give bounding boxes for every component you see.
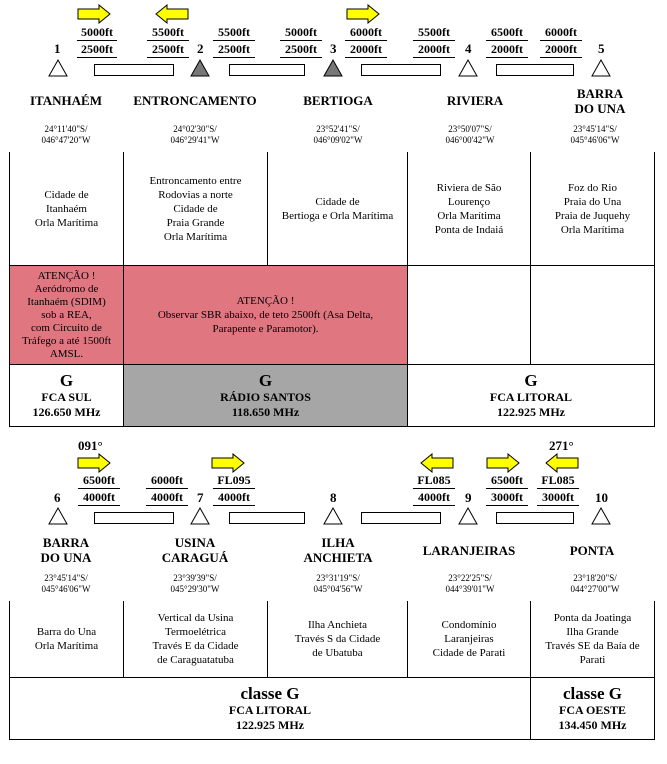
waypoint-coordinates: 23°45'14"S/045°46'06"W	[570, 124, 620, 145]
route-segment	[229, 64, 305, 76]
waypoint-description: Vertical da Usina Termoelétrica Través E…	[123, 601, 268, 678]
waypoint-description: Riviera de São Lourenço Orla Marítima Po…	[407, 152, 531, 266]
waypoint-coordinates: 24°11'40"S/046°47'20"W	[41, 124, 91, 145]
waypoint-description: Foz do Rio Praia do Una Praia de Juquehy…	[530, 152, 655, 266]
waypoint-name: RIVIERA	[446, 93, 504, 108]
waypoint-description: Condomínio Laranjeiras Cidade de Parati	[407, 601, 531, 678]
waypoint-number: 6	[54, 490, 61, 505]
waypoint-triangle-shaded-icon	[190, 59, 210, 77]
waypoint-triangle-icon	[591, 507, 611, 525]
arrow-right-icon	[211, 453, 245, 473]
route-segment	[229, 512, 305, 524]
arrow-right-icon	[77, 453, 111, 473]
waypoint-name: PONTA	[569, 543, 615, 558]
waypoint-coordinates: 23°52'41"S/046°09'02"W	[313, 124, 363, 145]
waypoint-name: BARRA DO UNA	[574, 86, 626, 116]
waypoint-name: BERTIOGA	[303, 93, 373, 108]
waypoint-description: Ponta da Joatinga Ilha Grande Través SE …	[530, 601, 655, 678]
waypoint-description: Barra do Una Orla Marítima	[9, 601, 124, 678]
route-segment	[496, 64, 574, 76]
route-segment	[496, 512, 574, 524]
heading-label: 091°	[78, 438, 103, 453]
waypoint-triangle-shaded-icon	[323, 59, 343, 77]
heading-label: 271°	[549, 438, 574, 453]
waypoint-coordinates: 24°02'30"S/046°29'41"W	[170, 124, 220, 145]
route-segment	[361, 512, 441, 524]
empty-cell	[530, 265, 655, 365]
warning-box: ATENÇÃO ! Observar SBR abaixo, de teto 2…	[123, 265, 408, 365]
waypoint-name: USINA CARAGUÁ	[161, 535, 229, 565]
waypoint-description: Cidade de Itanhaém Orla Marítima	[9, 152, 124, 266]
waypoint-description: Cidade de Bertioga e Orla Marítima	[267, 152, 408, 266]
waypoint-triangle-icon	[591, 59, 611, 77]
warning-box: ATENÇÃO ! Aeródromo de Itanhaém (SDIM) s…	[9, 265, 124, 365]
arrow-right-icon	[77, 4, 111, 24]
arrow-right-icon	[486, 453, 520, 473]
waypoint-triangle-icon	[458, 59, 478, 77]
waypoint-name: LARANJEIRAS	[422, 543, 516, 558]
waypoint-number: 2	[197, 41, 204, 56]
waypoint-number: 9	[465, 490, 472, 505]
arrow-left-icon	[545, 453, 579, 473]
waypoint-triangle-icon	[48, 507, 68, 525]
waypoint-name: ITANHAÉM	[30, 93, 102, 108]
waypoint-description: Entroncamento entre Rodovias a norte Cid…	[123, 152, 268, 266]
waypoint-name: BARRA DO UNA	[40, 535, 92, 565]
route-segment	[94, 64, 174, 76]
waypoint-triangle-icon	[323, 507, 343, 525]
waypoint-number: 8	[330, 490, 337, 505]
waypoint-number: 1	[54, 41, 61, 56]
route-segment	[94, 512, 174, 524]
route-segment	[361, 64, 441, 76]
waypoint-triangle-icon	[458, 507, 478, 525]
waypoint-number: 10	[595, 490, 608, 505]
waypoint-coordinates: 23°18'20"S/044°27'00"W	[570, 573, 620, 594]
empty-cell	[407, 265, 531, 365]
arrow-right-icon	[346, 4, 380, 24]
waypoint-number: 3	[330, 41, 337, 56]
waypoint-number: 5	[598, 41, 605, 56]
waypoint-coordinates: 23°31'19"S/045°04'56"W	[313, 573, 363, 594]
waypoint-name: ENTRONCAMENTO	[133, 93, 257, 108]
waypoint-coordinates: 23°22'25"S/044°39'01"W	[445, 573, 495, 594]
waypoint-triangle-icon	[48, 59, 68, 77]
waypoint-coordinates: 23°50'07"S/046°00'42"W	[445, 124, 495, 145]
arrow-left-icon	[420, 453, 454, 473]
waypoint-coordinates: 23°39'39"S/045°29'30"W	[170, 573, 220, 594]
waypoint-description: Ilha Anchieta Través S da Cidade de Ubat…	[267, 601, 408, 678]
waypoint-number: 4	[465, 41, 472, 56]
arrow-left-icon	[155, 4, 189, 24]
waypoint-number: 7	[197, 490, 204, 505]
waypoint-coordinates: 23°45'14"S/045°46'06"W	[41, 573, 91, 594]
waypoint-name: ILHA ANCHIETA	[303, 535, 373, 565]
waypoint-triangle-icon	[190, 507, 210, 525]
